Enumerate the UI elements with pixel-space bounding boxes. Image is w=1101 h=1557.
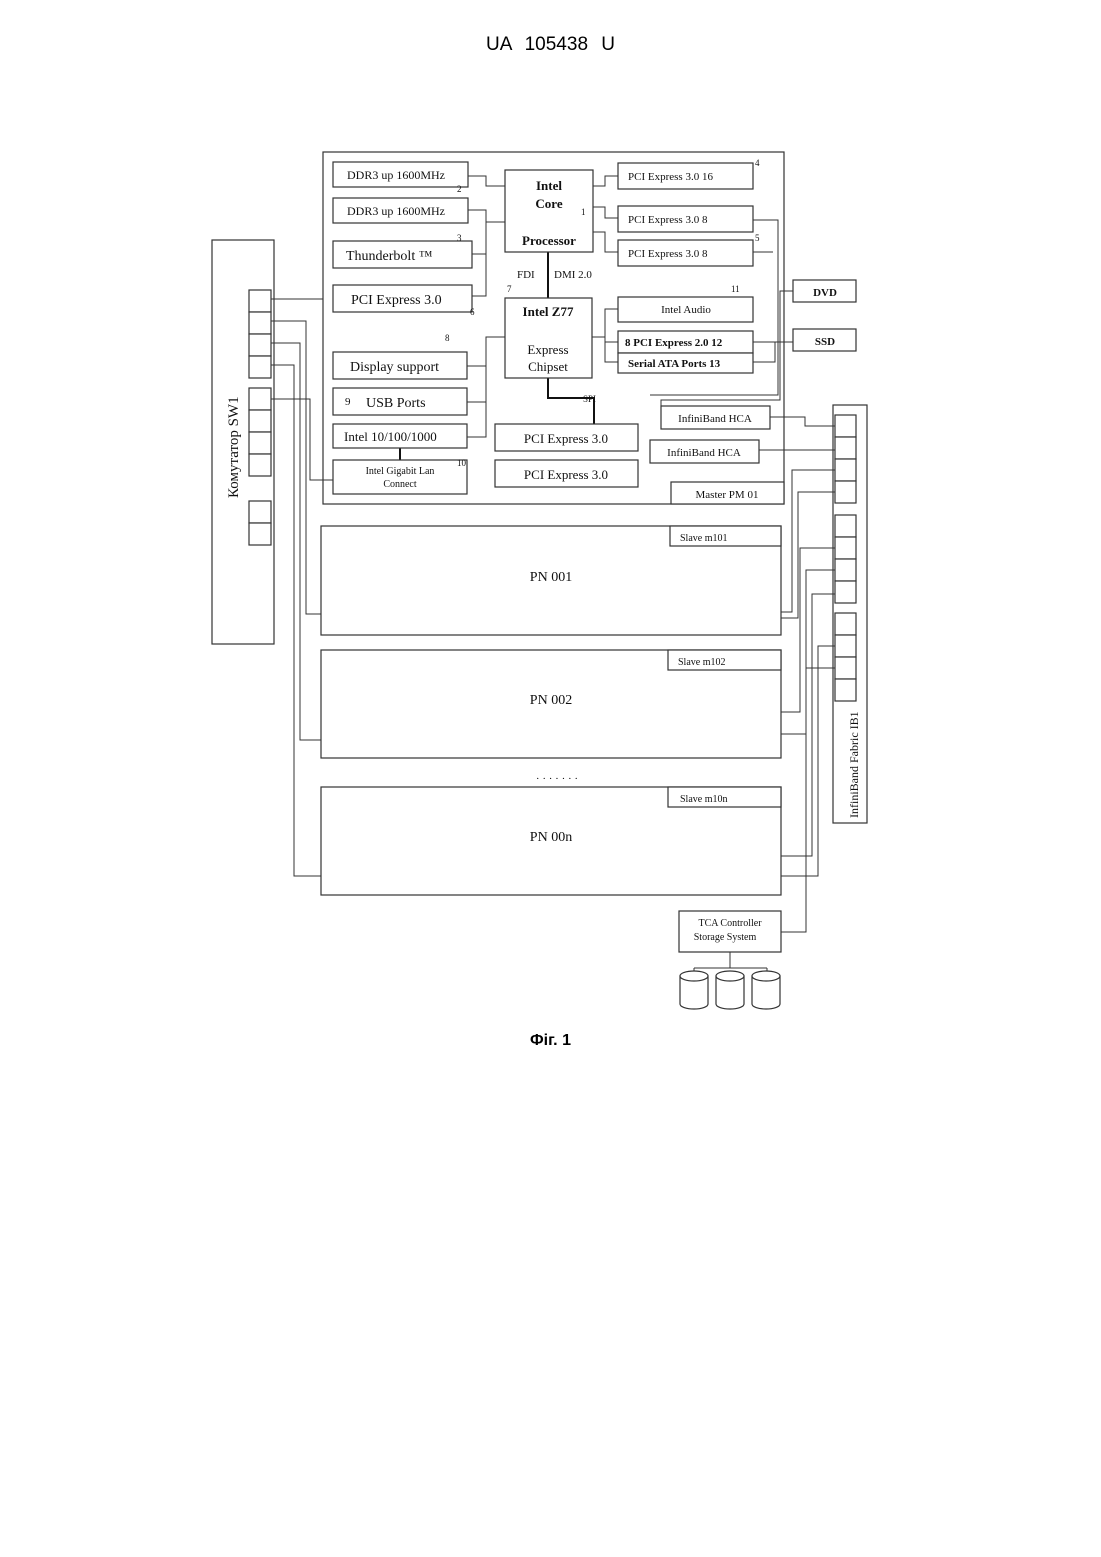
infiniband-fabric: InfiniBand Fabric IB1 bbox=[833, 405, 867, 823]
spi-label: SPI bbox=[583, 394, 596, 404]
node-slave-label: Slave m102 bbox=[678, 657, 726, 668]
dmi-label: DMI 2.0 bbox=[554, 269, 592, 281]
fabric-ports bbox=[835, 415, 856, 701]
ref-1: 1 bbox=[581, 207, 586, 217]
tca-controller: TCA Controller Storage System bbox=[679, 911, 781, 972]
node-pn001: Slave m101 PN 001 bbox=[321, 526, 781, 635]
chipset-line-3: Chipset bbox=[528, 359, 568, 374]
hca-2: InfiniBand HCA bbox=[667, 447, 741, 459]
node-name: PN 002 bbox=[530, 693, 572, 708]
fabric-links bbox=[781, 470, 835, 932]
node-slave-label: Slave m101 bbox=[680, 533, 728, 544]
cpu-line-3: Processor bbox=[522, 233, 576, 248]
pcie-8a: PCI Express 3.0 8 bbox=[628, 214, 708, 226]
ref-3: 3 bbox=[457, 233, 462, 243]
pcie-8b: PCI Express 3.0 8 bbox=[628, 248, 708, 260]
node-pn00n: Slave m10n PN 00n bbox=[321, 787, 781, 895]
pcie-16: PCI Express 3.0 16 bbox=[628, 171, 713, 183]
storage-disks bbox=[680, 971, 780, 1009]
fdi-label: FDI bbox=[517, 269, 535, 281]
ellipsis: · · · · · · · bbox=[536, 773, 578, 785]
switch-ports bbox=[249, 290, 271, 545]
ref-11: 11 bbox=[731, 284, 740, 294]
display-support: Display support bbox=[350, 360, 439, 375]
usb-ports: USB Ports bbox=[366, 396, 426, 411]
gigabit-line-1: Intel Gigabit Lan bbox=[366, 466, 435, 477]
master-pm01: DDR3 up 1600MHz DDR3 up 1600MHz Thunderb… bbox=[323, 152, 784, 504]
ddr3-b: DDR3 up 1600MHz bbox=[347, 204, 445, 218]
pcie-bottom-2: PCI Express 3.0 bbox=[524, 467, 608, 482]
switch-label: Комутатор ЅW1 bbox=[226, 396, 242, 498]
master-label: Master PM 01 bbox=[696, 489, 759, 501]
figure-caption: Фіг. 1 bbox=[0, 1032, 1101, 1050]
cpu-line-2: Core bbox=[535, 196, 562, 211]
intel-eth: Intel 10/100/1000 bbox=[344, 429, 437, 444]
tca-line-1: TCA Controller bbox=[698, 918, 762, 929]
node-name: PN 001 bbox=[530, 570, 572, 585]
node-slave-label: Slave m10n bbox=[680, 794, 728, 805]
gigabit-line-2: Connect bbox=[383, 479, 417, 490]
chipset-line-1: Intel Z77 bbox=[523, 304, 574, 319]
pcie-left: PCI Express 3.0 bbox=[351, 293, 442, 308]
cpu-line-1: Intel bbox=[536, 178, 562, 193]
dvd-label: DVD bbox=[813, 287, 837, 299]
chipset-line-2: Express bbox=[527, 342, 568, 357]
tca-line-2: Storage System bbox=[694, 932, 757, 943]
ref-2: 2 bbox=[457, 184, 462, 194]
ddr3-a: DDR3 up 1600MHz bbox=[347, 168, 445, 182]
fabric-label: InfiniBand Fabric IB1 bbox=[847, 711, 861, 818]
ref-10: 10 bbox=[457, 458, 467, 468]
sata: Serial ATA Ports 13 bbox=[628, 358, 721, 370]
switch-sw1: Комутатор ЅW1 bbox=[212, 240, 274, 644]
ref-5: 5 bbox=[755, 233, 760, 243]
ref-7: 7 bbox=[507, 284, 512, 294]
ref-8: 8 bbox=[445, 333, 450, 343]
ref-6: 6 bbox=[470, 307, 475, 317]
pcie-bottom-1: PCI Express 3.0 bbox=[524, 431, 608, 446]
hca-1: InfiniBand HCA bbox=[678, 413, 752, 425]
node-pn002: Slave m102 PN 002 bbox=[321, 650, 781, 758]
thunderbolt: Thunderbolt ™ bbox=[346, 249, 433, 264]
disk-icon bbox=[752, 971, 780, 1009]
disk-icon bbox=[716, 971, 744, 1009]
pcie2: 8 PCI Express 2.0 12 bbox=[625, 337, 723, 349]
usb-num: 9 bbox=[345, 396, 351, 408]
disk-icon bbox=[680, 971, 708, 1009]
intel-audio: Intel Audio bbox=[661, 304, 711, 316]
ssd-label: SSD bbox=[815, 336, 835, 348]
ref-4: 4 bbox=[755, 158, 760, 168]
node-name: PN 00n bbox=[530, 830, 572, 845]
